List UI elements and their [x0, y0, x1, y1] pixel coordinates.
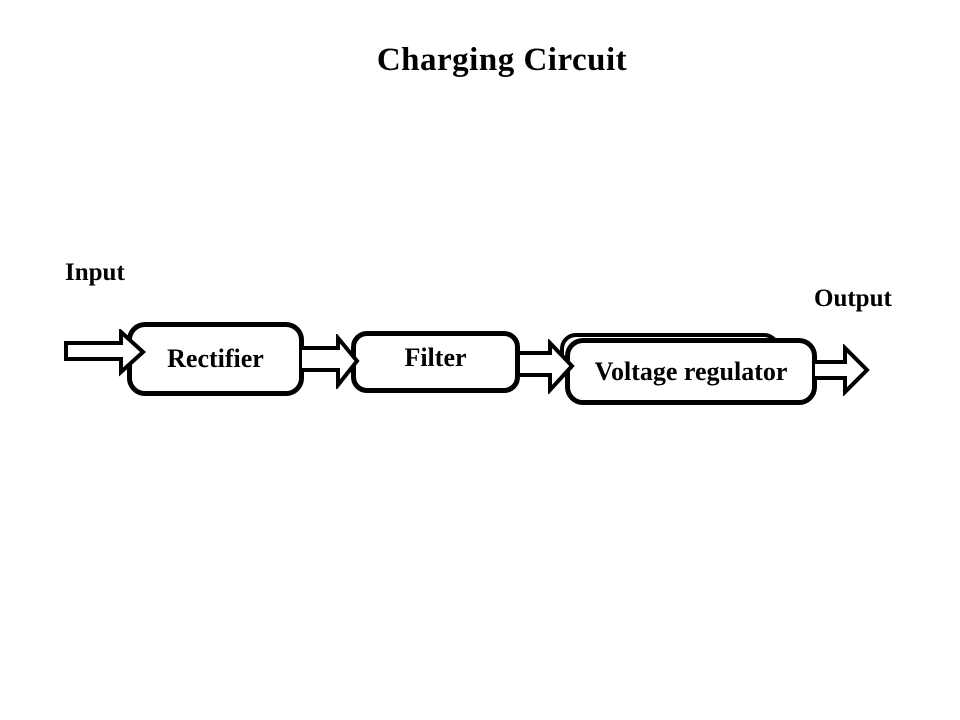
- block-rectifier-label: Rectifier: [167, 344, 264, 373]
- input-arrow-icon: [64, 329, 146, 379]
- block-arrow-right-glyph: [64, 329, 146, 377]
- input-label: Input: [65, 259, 125, 286]
- output-arrow-icon: [813, 344, 871, 396]
- page-title: Charging Circuit: [376, 42, 628, 78]
- filter-to-voltage-regulator-arrow-icon: [516, 339, 576, 394]
- block-arrow-right-glyph: [516, 339, 575, 394]
- block-filter: Filter: [351, 331, 520, 393]
- block-arrow-right-glyph: [299, 334, 360, 389]
- block-filter-label: Filter: [404, 343, 467, 372]
- block-voltage-regulator: Voltage regulator: [565, 338, 817, 405]
- block-rectifier: Rectifier: [127, 322, 304, 396]
- block-arrow-right-glyph: [813, 344, 870, 396]
- output-label: Output: [814, 285, 892, 312]
- block-voltage-regulator-label: Voltage regulator: [594, 356, 788, 386]
- rectifier-to-filter-arrow-icon: [299, 334, 361, 389]
